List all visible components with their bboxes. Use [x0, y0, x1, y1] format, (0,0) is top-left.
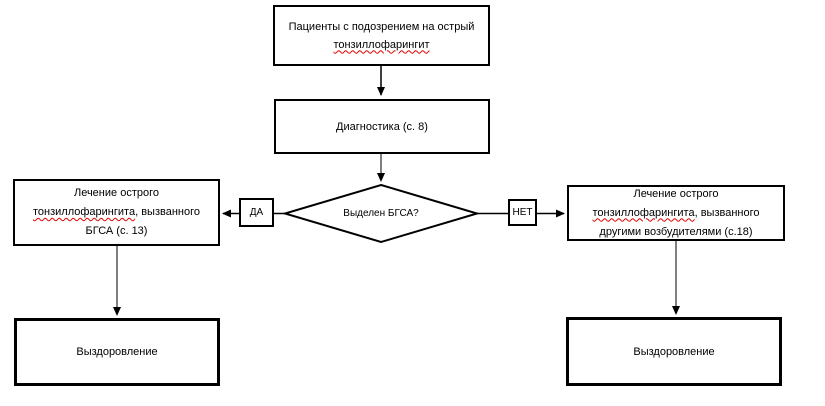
connector-no: НЕТ: [508, 199, 537, 226]
treat-bgsa-line2-misspelled: тонзиллофарингита: [33, 206, 136, 218]
decision-question-text: Выделен БГСА?: [343, 208, 419, 219]
recovery-right-label: Выздоровление: [633, 345, 715, 358]
treat-other-line3: другими возбудителями (с.18): [599, 225, 753, 238]
node-treat-bgsa: Лечение острого тонзиллофарингита, вызва…: [13, 179, 220, 246]
treat-bgsa-line3: БГСА (с. 13): [85, 225, 148, 237]
treat-bgsa-line2-rest: , вызванного: [135, 206, 200, 218]
no-label: НЕТ: [512, 206, 533, 218]
node-recovery-right: Выздоровление: [566, 317, 782, 386]
treat-other-line2-rest: , вызванного: [694, 206, 760, 219]
node-recovery-left: Выздоровление: [14, 318, 220, 386]
node-treat-bgsa-text: Лечение острого тонзиллофарингита, вызва…: [33, 184, 200, 241]
patients-line2-misspelled: тонзиллофарингит: [333, 38, 430, 51]
node-diagnostics: Диагностика (с. 8): [274, 99, 490, 154]
node-decision-label: Выделен БГСА?: [285, 185, 477, 242]
treat-other-line1: Лечение острого: [633, 187, 719, 200]
treat-bgsa-line1: Лечение острого: [73, 187, 159, 199]
node-patients-suspected-text: Пациенты с подозрением на острый тонзилл…: [289, 18, 475, 54]
connector-yes: ДА: [239, 198, 274, 227]
recovery-left-label: Выздоровление: [76, 346, 158, 358]
decision-diamond-shape: [281, 183, 481, 244]
diagnostics-label: Диагностика (с. 8): [336, 120, 428, 133]
patients-line1: Пациенты с подозрением на острый: [288, 20, 475, 33]
node-treat-other-text: Лечение острого тонзиллофарингита, вызва…: [593, 185, 760, 242]
node-patients-suspected: Пациенты с подозрением на острый тонзилл…: [273, 5, 490, 66]
node-treat-other: Лечение острого тонзиллофарингита, вызва…: [567, 185, 785, 241]
treat-other-line2-misspelled: тонзиллофарингита: [592, 206, 695, 219]
yes-label: ДА: [249, 206, 264, 218]
